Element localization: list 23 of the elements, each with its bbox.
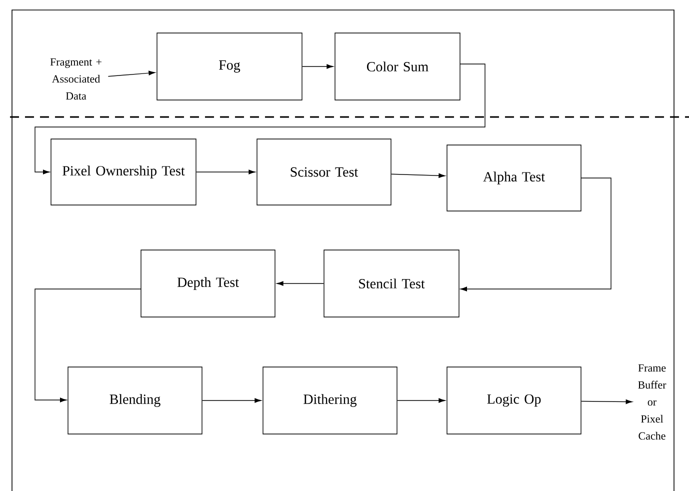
arrow <box>397 398 446 403</box>
process-box: Logic Op <box>446 366 582 434</box>
process-box: Stencil Test <box>324 250 460 318</box>
arrow <box>302 64 334 69</box>
arrow <box>34 64 486 174</box>
arrow <box>196 170 256 174</box>
arrow <box>391 173 446 178</box>
arrow <box>202 398 262 403</box>
arrow <box>108 70 156 77</box>
arrow <box>276 281 324 286</box>
label-text: Fragment + Associated Data <box>44 57 108 101</box>
arrow <box>581 399 632 404</box>
arrow <box>460 178 612 292</box>
process-box: Dithering <box>262 366 398 434</box>
process-box: Alpha Test <box>446 144 582 212</box>
arrow <box>34 288 142 402</box>
process-box: Fog <box>156 32 302 100</box>
process-box: Pixel Ownership Test <box>50 138 196 206</box>
process-box: Scissor Test <box>256 138 392 206</box>
process-box: Blending <box>68 366 202 434</box>
process-box: Color Sum <box>334 32 460 100</box>
process-box: Depth Test <box>140 250 276 318</box>
label-text: Frame Buffer or Pixel Cache <box>634 363 670 441</box>
